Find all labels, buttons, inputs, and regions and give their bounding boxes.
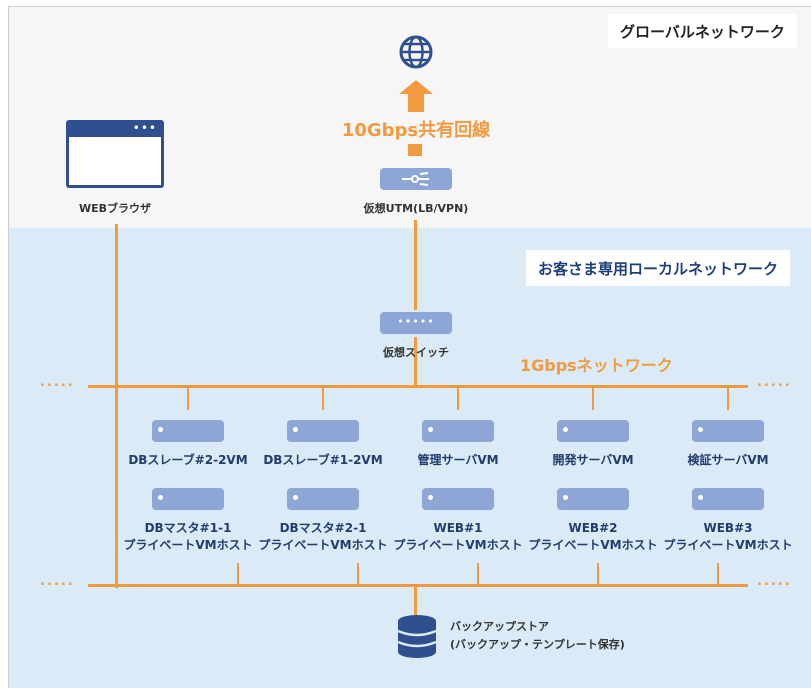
bus-extension-dots: ..... bbox=[40, 574, 75, 589]
vm-server-icon bbox=[287, 420, 359, 442]
host-server-icon bbox=[287, 488, 359, 510]
vm-drop-line bbox=[592, 388, 594, 410]
switch-ports-icon: ••••• bbox=[397, 315, 435, 328]
host-label-line2: プライベートVMホスト bbox=[123, 538, 253, 552]
database-icon bbox=[397, 615, 437, 658]
utm-label: 仮想UTM(LB/VPN) bbox=[363, 202, 469, 215]
switch-icon: ••••• bbox=[380, 312, 452, 334]
vm-server-icon bbox=[557, 420, 629, 442]
switch-label: 仮想スイッチ bbox=[383, 346, 449, 359]
vm-label: 検証サーバVM bbox=[687, 453, 769, 467]
host-rise-line bbox=[357, 563, 359, 585]
vm-label: 管理サーバVM bbox=[417, 453, 499, 467]
host-rise-line bbox=[477, 563, 479, 585]
global-network-label: グローバルネットワーク bbox=[608, 14, 797, 48]
host-label-line1: DBマスタ#2-1 bbox=[279, 521, 367, 535]
uplink-stub bbox=[408, 144, 422, 156]
bus-extension-dots: ..... bbox=[757, 375, 792, 390]
host-label-line1: WEB#3 bbox=[703, 521, 753, 535]
vm-label: DBスレーブ#2-2VM bbox=[128, 453, 248, 467]
vm-drop-line bbox=[457, 388, 459, 410]
host-label-line1: WEB#2 bbox=[568, 521, 618, 535]
host-server-icon bbox=[422, 488, 494, 510]
host-label-line1: DBマスタ#1-1 bbox=[144, 521, 232, 535]
vm-drop-line bbox=[322, 388, 324, 410]
vm-label: 開発サーバVM bbox=[552, 453, 634, 467]
local-network-label: お客さま専用ローカルネットワーク bbox=[526, 250, 791, 286]
host-server-icon bbox=[152, 488, 224, 510]
utm-switch-line bbox=[414, 220, 417, 310]
browser-window-icon: ••• bbox=[66, 120, 164, 188]
utm-icon bbox=[380, 168, 452, 190]
host-rise-line bbox=[237, 563, 239, 585]
host-label-line1: WEB#1 bbox=[433, 521, 483, 535]
host-label-line2: プライベートVMホスト bbox=[663, 538, 793, 552]
utm-glyph-icon bbox=[402, 172, 429, 186]
uplink-label: 10Gbps共有回線 bbox=[341, 120, 491, 141]
browser-label: WEBブラウザ bbox=[78, 202, 152, 215]
lower-bus-line bbox=[88, 584, 748, 587]
browser-titlebar: ••• bbox=[69, 121, 161, 137]
local-network-zone bbox=[8, 228, 811, 688]
host-server-icon bbox=[692, 488, 764, 510]
host-label-line2: プライベートVMホスト bbox=[258, 538, 388, 552]
backup-label-line1: バックアップストア bbox=[450, 620, 549, 633]
vm-server-icon bbox=[152, 420, 224, 442]
host-server-icon bbox=[557, 488, 629, 510]
vm-label: DBスレーブ#1-2VM bbox=[263, 453, 383, 467]
window-buttons-icon: ••• bbox=[132, 121, 157, 135]
bus-extension-dots: ..... bbox=[40, 375, 75, 390]
vm-server-icon bbox=[422, 420, 494, 442]
network-1g-label: 1Gbpsネットワーク bbox=[520, 356, 673, 375]
host-label-line2: プライベートVMホスト bbox=[528, 538, 658, 552]
host-label-line2: プライベートVMホスト bbox=[393, 538, 523, 552]
upper-bus-line bbox=[88, 385, 748, 388]
browser-link-line bbox=[115, 224, 118, 588]
vm-drop-line bbox=[727, 388, 729, 410]
vm-drop-line bbox=[187, 388, 189, 410]
switch-bus-line bbox=[414, 337, 417, 387]
backup-label-line2: (バックアップ・テンプレート保存) bbox=[450, 638, 625, 651]
arrow-up-icon bbox=[399, 80, 433, 112]
bus-extension-dots: ..... bbox=[757, 574, 792, 589]
backup-link-line bbox=[414, 587, 417, 615]
globe-icon bbox=[399, 35, 433, 69]
host-rise-line bbox=[597, 563, 599, 585]
host-rise-line bbox=[717, 563, 719, 585]
vm-server-icon bbox=[692, 420, 764, 442]
